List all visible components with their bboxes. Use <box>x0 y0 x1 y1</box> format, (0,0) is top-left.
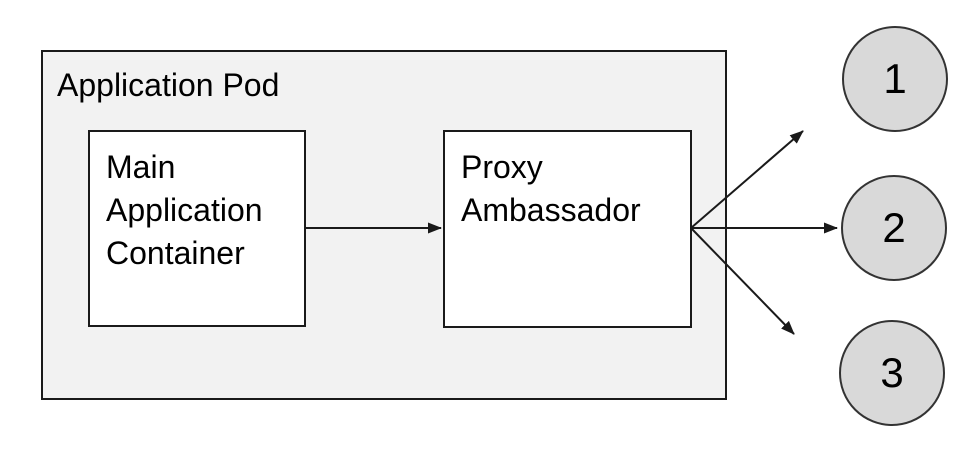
main-application-container-box: Main Application Container <box>88 130 306 327</box>
endpoint-node-1: 1 <box>842 26 948 132</box>
endpoint-node-3-label: 3 <box>880 349 904 396</box>
endpoint-node-2: 2 <box>841 175 947 281</box>
endpoint-node-3: 3 <box>839 320 945 426</box>
endpoint-node-1-label: 1 <box>883 55 907 102</box>
main-application-container-label: Main Application Container <box>106 149 263 271</box>
endpoint-node-2-label: 2 <box>882 204 906 251</box>
application-pod-label: Application Pod <box>57 67 280 103</box>
proxy-ambassador-label: Proxy Ambassador <box>461 149 641 228</box>
proxy-ambassador-box: Proxy Ambassador <box>443 130 692 328</box>
